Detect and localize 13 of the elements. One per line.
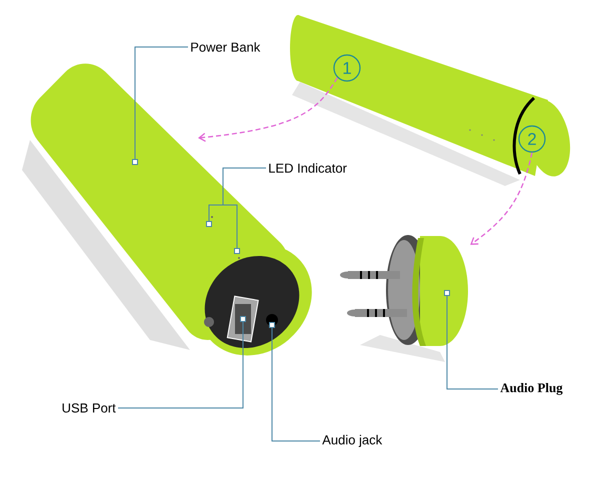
leader-line [132, 46, 188, 165]
leader-line [118, 316, 246, 408]
leader-line [269, 322, 320, 442]
part-label: Audio jack [322, 434, 382, 448]
part-label: LED Indicator [269, 163, 347, 173]
curved-arrow [198, 77, 338, 142]
leader-line [222, 168, 266, 254]
part-label: USB Port [62, 403, 116, 413]
curved-arrow [470, 152, 533, 245]
audio-plug-drawing [340, 235, 468, 362]
leader-line [444, 290, 498, 390]
part-label: Audio Plug [500, 383, 563, 395]
part-label: Power Bank [191, 42, 260, 52]
